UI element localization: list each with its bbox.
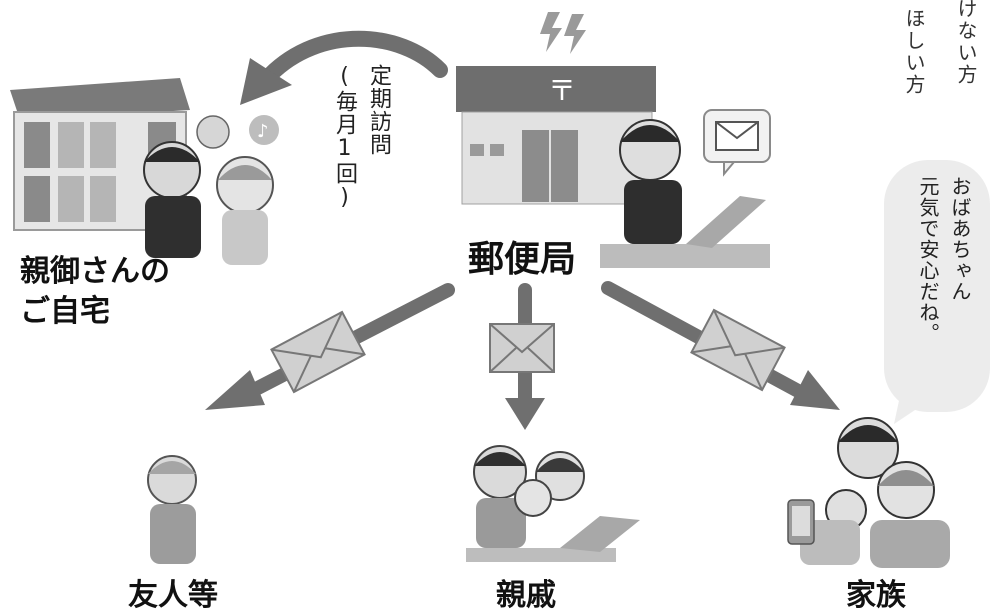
family-label: 家族: [846, 578, 906, 613]
parents-home-label-line2: ご自宅: [20, 294, 110, 329]
email-bubble-icon: [703, 109, 771, 177]
top-right-text-col1: けない方: [954, 0, 978, 86]
parents-home-label-line1: 親御さんの: [20, 254, 170, 289]
visit-note-line1: 定期訪問: [366, 64, 391, 156]
friend-person: [147, 455, 197, 564]
envelope-icon: [690, 308, 786, 392]
visit-note-line2: (毎月1回): [332, 64, 357, 211]
envelope-icon: [489, 323, 555, 373]
music-note-icon: ♪: [249, 115, 279, 145]
signal-icon: [540, 12, 586, 54]
relatives-label: 親戚: [496, 578, 556, 613]
speech-bubble-line1: おばあちゃん: [948, 176, 972, 302]
smartphone-icon: [787, 499, 815, 545]
speech-bubble: [884, 160, 990, 424]
grandmother-person: [216, 156, 274, 265]
family-group: [800, 417, 950, 568]
svg-text:〒: 〒: [548, 74, 576, 107]
thought-child-icon: [196, 115, 230, 149]
visit-arrow: [240, 30, 448, 105]
top-right-text-col2: ほしい方: [902, 8, 926, 96]
speech-bubble-line2: 元気で安心だね。: [916, 176, 940, 344]
visiting-staff-person: [143, 141, 201, 258]
post-office-label: 郵便局: [468, 239, 577, 280]
clerk-person: [600, 119, 770, 268]
envelope-icon: [270, 310, 366, 394]
svg-text:♪: ♪: [257, 121, 269, 142]
friends-label: 友人等: [128, 578, 218, 613]
relatives-group: [466, 445, 640, 562]
